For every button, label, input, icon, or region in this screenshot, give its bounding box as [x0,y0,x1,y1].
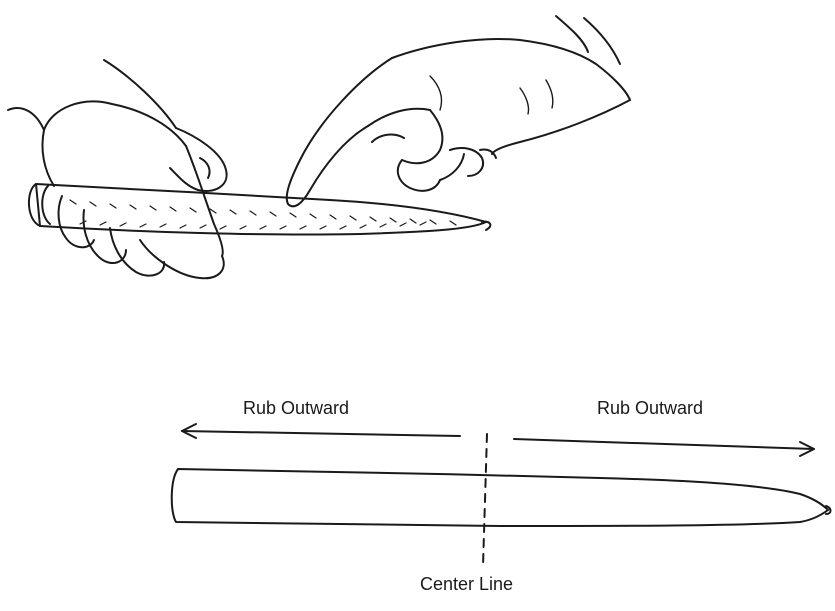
center-line-label: Center Line [420,574,513,595]
hand-left-icon [8,60,227,278]
rub-outward-right-label: Rub Outward [597,398,703,419]
arrow-left-icon [182,424,460,438]
arrow-right-icon [514,439,814,456]
stick-outline [172,469,831,526]
rub-outward-left-label: Rub Outward [243,398,349,419]
center-line [483,434,487,566]
hand-right-icon [287,16,630,206]
